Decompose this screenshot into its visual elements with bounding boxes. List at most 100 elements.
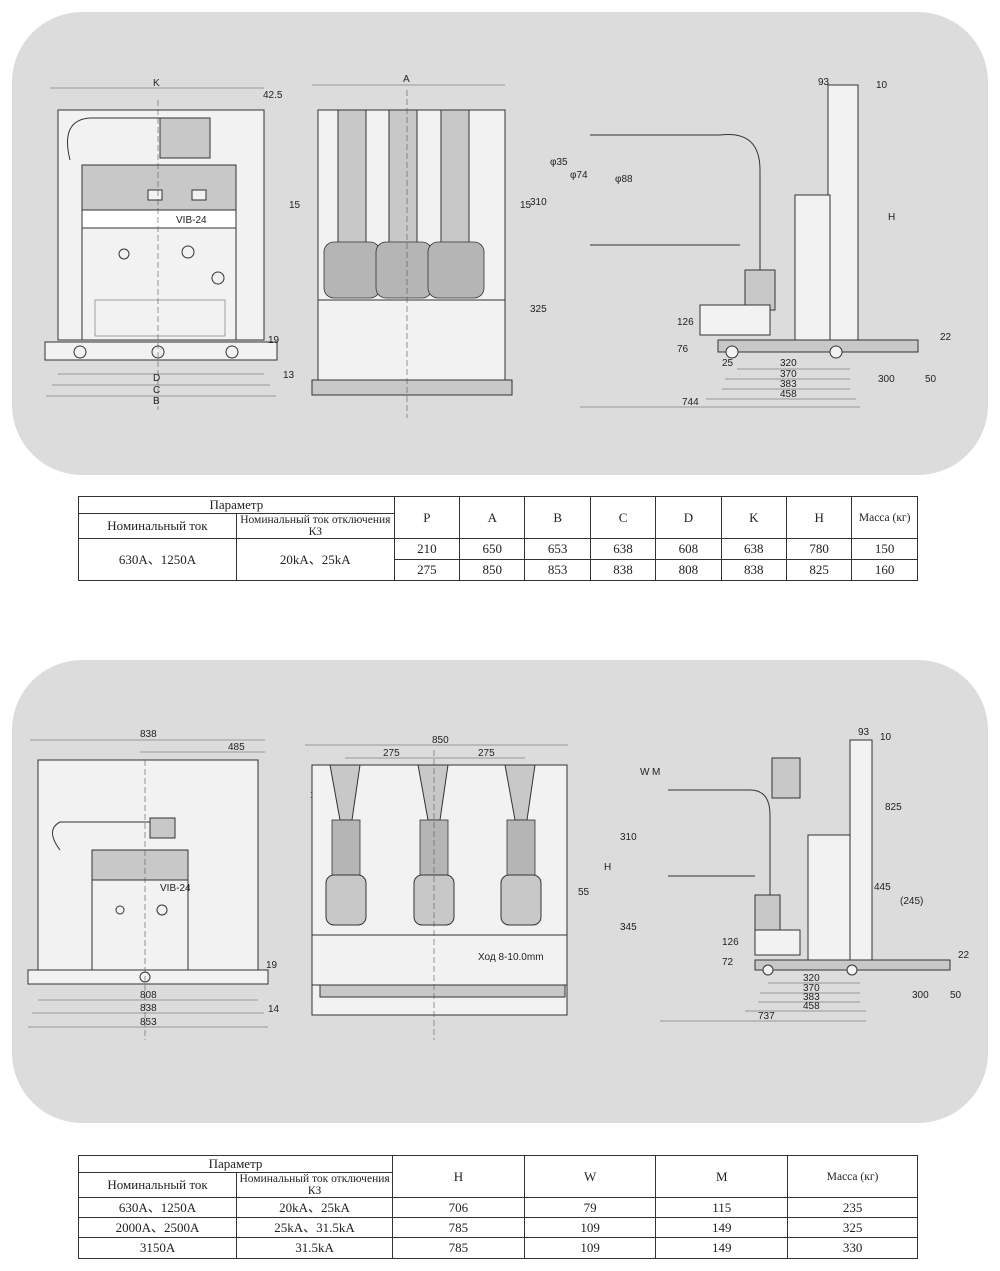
cell: 838 [720, 559, 787, 582]
dim-853: 853 [140, 1017, 157, 1028]
dim-h: H [888, 212, 895, 223]
dim-325: 325 [530, 304, 547, 315]
pole-arm-c [440, 109, 470, 246]
chassis-rail [319, 984, 566, 998]
dim-838-top: 838 [140, 729, 157, 740]
upper-arm [590, 133, 761, 300]
table-row: 2000А、2500А 25kA、31.5kA 785 109 149 325 [77, 1217, 918, 1239]
front-view-1: VIB-24 K 42.5 19 13 D C B [44, 78, 295, 410]
close-button-icon [181, 245, 195, 259]
col-header-mass: Масса (кг) [787, 1154, 918, 1199]
spec-table-1: Параметр P A B C D K H Масса (кг) Номина… [78, 495, 918, 582]
dim-310: 310 [620, 832, 637, 843]
table-row: 275 850 853 838 808 838 825 160 [79, 559, 918, 582]
cell: 838 [589, 559, 657, 582]
col-header-break: Номинальный ток отключения КЗ [236, 1171, 394, 1199]
handle-bracket [159, 117, 211, 159]
upper-arm [668, 789, 771, 935]
table-row: 3150А 31.5kA 785 109 149 330 [77, 1237, 918, 1260]
cell: 325 [787, 1217, 918, 1239]
mechanism-box [311, 934, 568, 986]
dim-15-left: 15 [289, 200, 301, 211]
bellows [754, 894, 781, 936]
dim-320: 320 [803, 973, 820, 984]
cell: 20kA、25kA [236, 1197, 394, 1219]
cell: 630А、1250А [77, 1197, 238, 1219]
close-button-icon [156, 904, 168, 916]
spec-table-2: Параметр H W M Масса (кг) Номинальный то… [77, 1154, 918, 1260]
side-view-2: 93 10 W M 825 310 H 445 (245) 345 126 72… [604, 727, 970, 1022]
dim-383: 383 [780, 379, 797, 390]
pole-view-2: 850 275 275 15 8 55 Ход 8-10.0mm [305, 735, 590, 1040]
cell-current: 630А、1250А [78, 538, 237, 582]
cell: 850 [459, 559, 526, 582]
col-header-a: A [459, 495, 526, 540]
side-bracket [807, 834, 851, 966]
dim-55: 55 [578, 887, 590, 898]
wheel-icon [725, 345, 739, 359]
trip-button-icon [118, 248, 130, 260]
dim-825: 825 [885, 802, 902, 813]
cell: 79 [523, 1197, 657, 1219]
insulator-pole-a [325, 874, 367, 926]
operating-handle [67, 117, 160, 161]
col-header-h: H [392, 1154, 525, 1199]
wheel-icon [762, 964, 774, 976]
dim-h: H [604, 862, 611, 873]
dim-50: 50 [950, 990, 962, 1001]
dim-w: W [640, 767, 650, 778]
col-header-p: P [393, 495, 461, 540]
cell: 825 [785, 559, 853, 582]
col-header-mass: Масса (кг) [851, 495, 918, 540]
dim-b: B [153, 396, 160, 407]
chassis-rail [311, 379, 513, 396]
dim-19: 19 [268, 335, 280, 346]
dim-c: C [153, 385, 160, 396]
col-header-c: C [589, 495, 657, 540]
dim-14: 14 [268, 1004, 280, 1015]
dim-850: 850 [432, 735, 449, 746]
dim-42-5: 42.5 [263, 90, 283, 101]
cell: 706 [392, 1197, 525, 1219]
cell: 785 [392, 1217, 525, 1239]
col-header-d: D [655, 495, 722, 540]
dim-458: 458 [803, 1001, 820, 1012]
dim-310: 310 [530, 197, 547, 208]
dim-838: 838 [140, 1003, 157, 1014]
col-header-b: B [524, 495, 591, 540]
dim-19: 19 [266, 960, 278, 971]
dim-370: 370 [780, 369, 797, 380]
handle-bracket [149, 817, 176, 839]
dim-300: 300 [912, 990, 929, 1001]
table-row: 630А、1250А 20kA、25kA 706 79 115 235 [77, 1197, 918, 1219]
front-view-2: 838 485 VIB-24 19 808 838 853 14 [27, 729, 280, 1040]
cell: 109 [523, 1237, 657, 1260]
col-header-current: Номинальный ток [78, 512, 237, 540]
dim-10: 10 [880, 732, 892, 743]
cell: 3150А [77, 1237, 238, 1260]
side-bracket [794, 194, 831, 341]
cell: 150 [851, 538, 918, 561]
mount-block [699, 304, 771, 336]
cell: 330 [787, 1237, 918, 1260]
col-header-h: H [785, 495, 853, 540]
dim-13: 13 [283, 370, 295, 381]
cell: 780 [785, 538, 853, 561]
cell: 235 [787, 1197, 918, 1219]
cell: 650 [459, 538, 526, 561]
cell: 2000А、2500А [77, 1217, 238, 1239]
dim-a: A [403, 74, 410, 85]
cell: 109 [523, 1217, 657, 1239]
stroke-label: Ход 8-10.0mm [478, 952, 544, 963]
charge-socket-icon [211, 271, 225, 285]
dim-737: 737 [758, 1011, 775, 1022]
dim-m: M [652, 767, 660, 778]
dim-370: 370 [803, 983, 820, 994]
dim-485: 485 [228, 742, 245, 753]
dim-300: 300 [878, 374, 895, 385]
dim-phi35: φ35 [550, 157, 568, 168]
dim-22: 22 [940, 332, 952, 343]
cell: 808 [655, 559, 722, 582]
dim-93: 93 [858, 727, 870, 738]
